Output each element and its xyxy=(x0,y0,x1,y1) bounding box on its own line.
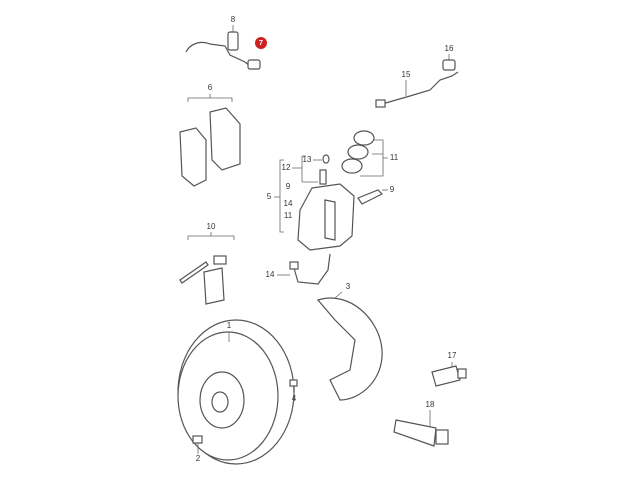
disc-screw-part[interactable] xyxy=(192,435,203,444)
callout-9-group: 9 xyxy=(286,182,291,191)
pad-hardware-kit-part[interactable] xyxy=(179,255,227,305)
callout-11-group: 11 xyxy=(284,211,293,220)
callout-11-seals: 11 xyxy=(390,153,399,162)
callout-5: 5 xyxy=(267,192,272,201)
callout-17: 17 xyxy=(448,351,457,360)
callout-8: 8 xyxy=(231,15,236,24)
callout-16: 16 xyxy=(445,44,454,53)
wear-sensor-part[interactable] xyxy=(185,31,261,70)
callout-1: 1 xyxy=(227,321,232,330)
brake-pipe-part[interactable] xyxy=(289,253,331,285)
callout-7: 7 xyxy=(259,40,263,47)
callout-3: 3 xyxy=(346,282,351,291)
caliper-seals-part[interactable] xyxy=(322,130,375,174)
highlight-callout-marker[interactable] xyxy=(255,37,267,49)
callout-4: 4 xyxy=(292,394,297,403)
callout-2: 2 xyxy=(196,454,201,463)
grease-tube-small-part[interactable] xyxy=(431,365,467,387)
brake-caliper-part[interactable] xyxy=(297,169,384,251)
brake-hose-part[interactable] xyxy=(375,59,459,108)
brake-disc-part[interactable] xyxy=(177,319,295,465)
callout-14-pipe: 14 xyxy=(266,270,275,279)
callout-9-bolt: 9 xyxy=(390,185,395,194)
splash-shield-part[interactable] xyxy=(316,297,383,401)
callout-13: 13 xyxy=(303,155,312,164)
callout-6: 6 xyxy=(208,83,213,92)
callout-10: 10 xyxy=(207,222,216,231)
grease-tube-large-part[interactable] xyxy=(393,419,449,447)
callout-12: 12 xyxy=(282,163,291,172)
callout-18: 18 xyxy=(426,400,435,409)
brake-pads-part[interactable] xyxy=(179,107,241,187)
callout-15: 15 xyxy=(402,70,411,79)
callout-14-group: 14 xyxy=(284,199,293,208)
shield-screw-part[interactable] xyxy=(289,379,298,392)
